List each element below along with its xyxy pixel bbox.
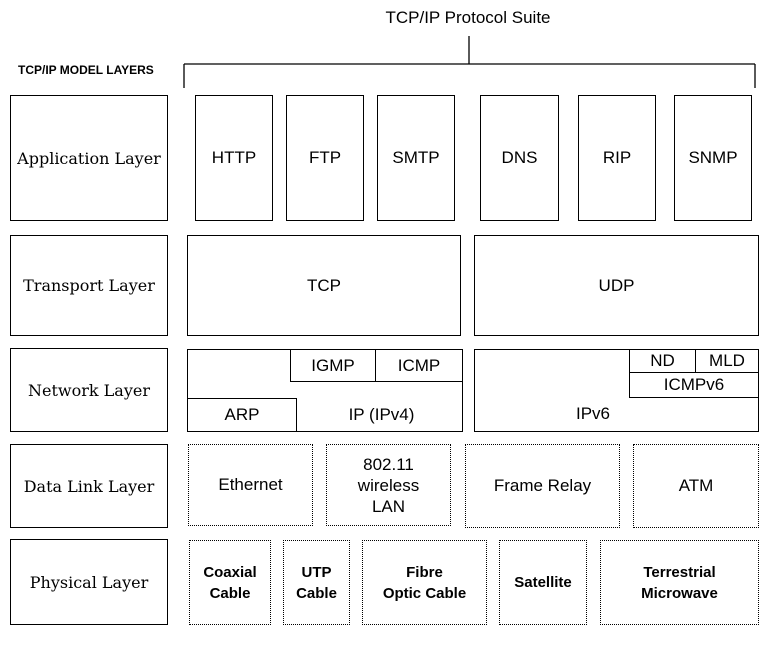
datalink-ethernet: Ethernet: [188, 444, 313, 526]
protocol-udp: UDP: [474, 235, 759, 336]
protocol-ip-ipv4: IP (IPv4): [348, 405, 415, 424]
physical-utp-cable: UTP Cable: [283, 540, 350, 625]
network-layer: Network Layer: [10, 348, 168, 432]
protocol-icmpv6: ICMPv6: [629, 372, 759, 398]
protocol-smtp: SMTP: [377, 95, 455, 221]
protocol-nd: ND: [629, 349, 696, 373]
physical-layer: Physical Layer: [10, 539, 168, 625]
protocol-rip: RIP: [578, 95, 656, 221]
datalink-atm: ATM: [633, 444, 759, 528]
protocol-ipv6: IPv6: [575, 404, 611, 423]
datalink-frame-relay: Frame Relay: [465, 444, 620, 528]
protocol-ftp: FTP: [286, 95, 364, 221]
physical-coaxial-cable: Coaxial Cable: [189, 540, 271, 625]
physical-terrestrial-microwave: Terrestrial Microwave: [600, 540, 759, 625]
protocol-mld: MLD: [695, 349, 759, 373]
protocol-arp: ARP: [187, 398, 297, 432]
protocol-snmp: SNMP: [674, 95, 752, 221]
suite-title: TCP/IP Protocol Suite: [385, 8, 551, 27]
protocol-dns: DNS: [480, 95, 559, 221]
data-link-layer: Data Link Layer: [10, 444, 168, 528]
model-layers-title: TCP/IP MODEL LAYERS: [18, 63, 154, 77]
protocol-http: HTTP: [195, 95, 273, 221]
datalink-80211-wireless-lan: 802.11 wireless LAN: [326, 444, 451, 526]
suite-bracket: [183, 36, 756, 88]
protocol-icmp: ICMP: [375, 349, 463, 382]
protocol-igmp: IGMP: [290, 349, 376, 382]
physical-fibre-optic-cable: Fibre Optic Cable: [362, 540, 487, 625]
application-layer: Application Layer: [10, 95, 168, 221]
physical-satellite: Satellite: [499, 540, 587, 625]
transport-layer: Transport Layer: [10, 235, 168, 336]
protocol-tcp: TCP: [187, 235, 461, 336]
